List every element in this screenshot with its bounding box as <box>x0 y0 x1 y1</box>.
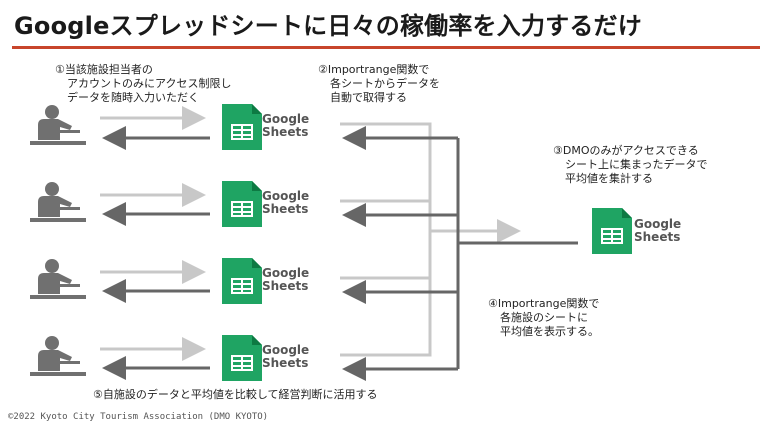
sheets-logo-line-2: Sheets <box>262 125 309 139</box>
title-underline <box>12 46 760 49</box>
note-2-line-2: 各シートからデータを <box>330 77 440 90</box>
person-sheet-arrows <box>100 106 210 380</box>
note-5: ⑤自施設のデータと平均値を比較して経営判断に活用する <box>93 388 378 401</box>
sheets-logo-line-1: Google <box>262 189 310 203</box>
person-at-desk-icon <box>30 105 86 145</box>
sheets-logo-text: Google Sheets <box>262 267 309 293</box>
sheets-logo-line-1: Google <box>262 343 310 357</box>
note-2: ②Importrange関数で 各シートからデータを 自動で取得する <box>318 63 440 105</box>
sheets-logo-line-1: Google <box>262 266 310 280</box>
sheets-logo-text: Google Sheets <box>634 218 681 244</box>
note-1: ①当該施設担当者の アカウントのみにアクセス制限し データを随時入力いただく <box>55 63 231 105</box>
person-at-desk-icon <box>30 336 86 376</box>
page-title: Googleスプレッドシートに日々の稼働率を入力するだけ <box>14 12 642 40</box>
google-sheets-icon <box>222 181 262 227</box>
google-sheets-icon <box>222 258 262 304</box>
sheets-logo-line-1: Google <box>634 217 682 231</box>
sheets-logo-text: Google Sheets <box>262 344 309 370</box>
return-lines <box>342 126 578 381</box>
google-sheets-icon <box>592 208 632 254</box>
sheets-logo-line-2: Sheets <box>262 356 309 370</box>
note-3-line-2: シート上に集まったデータで <box>565 158 708 171</box>
sheets-logo-line-2: Sheets <box>634 230 681 244</box>
note-1-line-1: ①当該施設担当者の <box>55 63 153 76</box>
note-3-line-3: 平均値を集計する <box>565 172 653 185</box>
person-at-desk-icon <box>30 182 86 222</box>
note-2-line-1: ②Importrange関数で <box>318 63 430 76</box>
sheets-logo-line-2: Sheets <box>262 202 309 216</box>
google-sheets-icon <box>222 335 262 381</box>
person-at-desk-icon <box>30 259 86 299</box>
note-4-line-3: 平均値を表示する。 <box>500 325 599 338</box>
sheets-logo-text: Google Sheets <box>262 190 309 216</box>
gather-lines <box>340 122 521 357</box>
note-4-line-1: ④Importrange関数で <box>488 297 600 310</box>
note-3: ③DMOのみがアクセスできる シート上に集まったデータで 平均値を集計する <box>553 144 708 186</box>
note-1-line-3: データを随時入力いただく <box>67 91 199 104</box>
sheets-logo-text: Google Sheets <box>262 113 309 139</box>
sheets-logo-line-1: Google <box>262 112 310 126</box>
note-1-line-2: アカウントのみにアクセス制限し <box>67 77 232 90</box>
google-sheets-icon <box>222 104 262 150</box>
note-3-line-1: ③DMOのみがアクセスできる <box>553 144 699 157</box>
note-4: ④Importrange関数で 各施設のシートに 平均値を表示する。 <box>488 297 599 339</box>
sheets-logo-line-2: Sheets <box>262 279 309 293</box>
note-2-line-3: 自動で取得する <box>330 91 407 104</box>
copyright-footer: ©2022 Kyoto City Tourism Association (DM… <box>8 412 269 422</box>
note-4-line-2: 各施設のシートに <box>500 311 588 324</box>
